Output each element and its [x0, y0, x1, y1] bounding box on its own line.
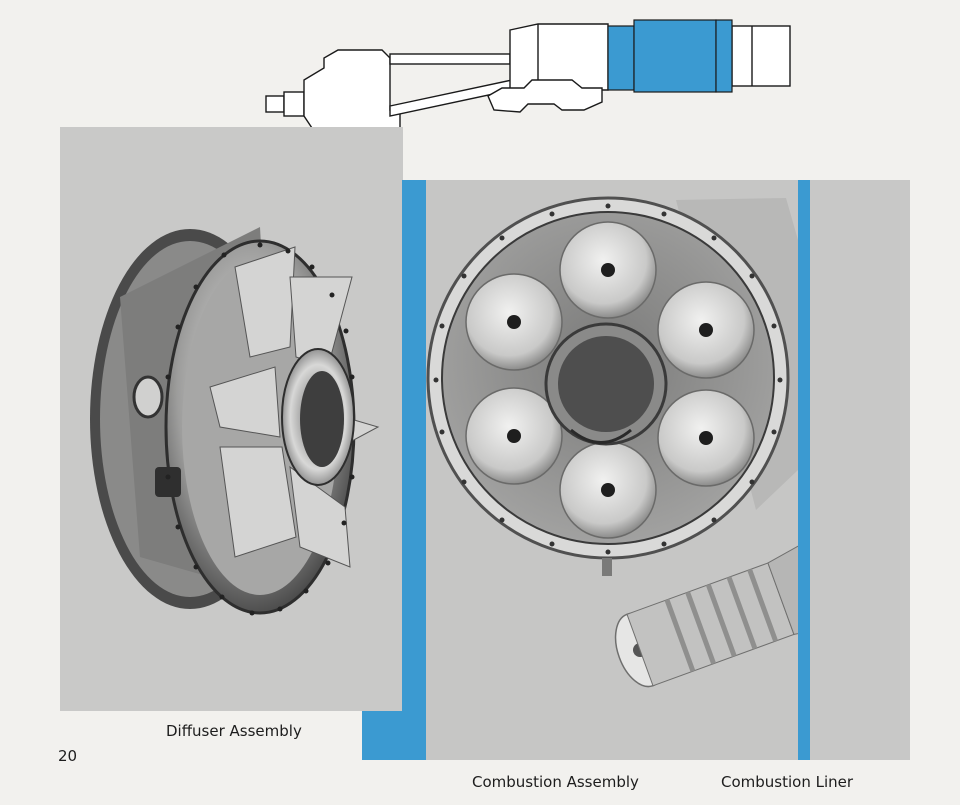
exhaust-section: [731, 25, 791, 87]
diffuser-illustration: [90, 227, 380, 616]
engine-schematic: [265, 19, 791, 147]
combustion-section-highlight: [607, 19, 733, 93]
shaft-stub: [265, 95, 285, 113]
combustion-illustration: [426, 196, 866, 688]
caption-combustion-assembly: Combustion Assembly: [472, 773, 639, 791]
accent-block-bottom: [362, 711, 426, 760]
accent-band-left: [402, 180, 426, 760]
accessory-pack: [487, 79, 603, 113]
accent-band-right: [798, 180, 810, 760]
liner-photo-background: [810, 180, 910, 760]
diffuser-assembly-photo: [60, 127, 403, 711]
caption-combustion-liner: Combustion Liner: [721, 773, 854, 791]
combustion-assembly-photo: [426, 180, 866, 760]
page-number: 20: [58, 747, 78, 765]
caption-diffuser-assembly: Diffuser Assembly: [166, 722, 302, 740]
